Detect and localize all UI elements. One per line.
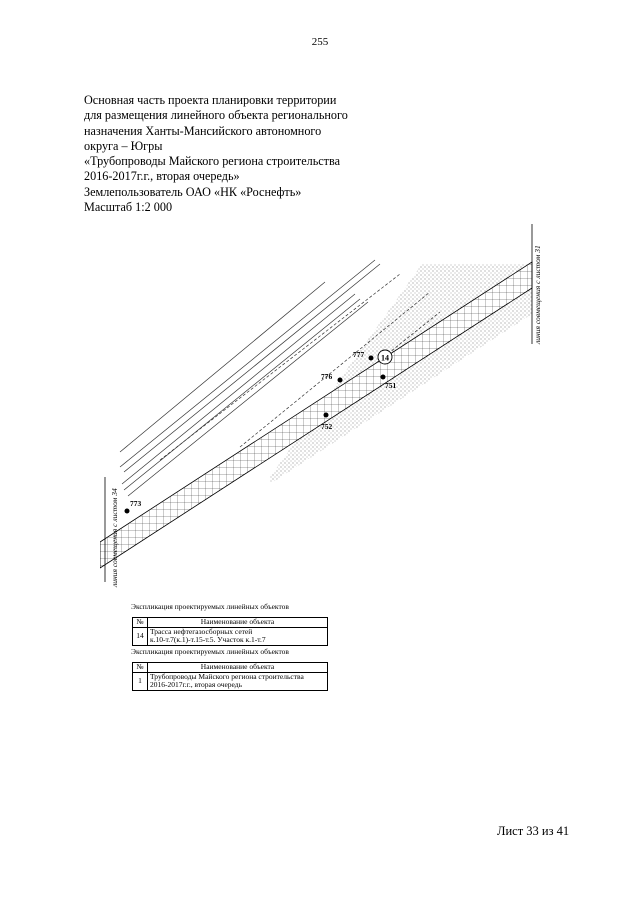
- row-name: Трубопроводы Майского региона строительс…: [147, 671, 328, 691]
- point-751: [380, 374, 386, 380]
- row-num: 14: [132, 626, 148, 646]
- existing-lines: [119, 259, 441, 497]
- scale-line: Масштаб 1:2 000: [84, 200, 173, 215]
- explication-table: № Наименование объекта 1 Трубопроводы Ма…: [132, 662, 328, 691]
- row-name-line: Трубопроводы Майского региона строительс…: [150, 671, 304, 681]
- point-773: [124, 508, 130, 514]
- table-header-row: № Наименование объекта: [132, 662, 328, 673]
- point-776-label: 776: [321, 372, 333, 381]
- planning-map: линия совмещения с листом 34 линия совме…: [100, 224, 542, 588]
- header-line: для размещения линейного объекта региона…: [84, 108, 348, 123]
- header-line: Основная часть проекта планировки террит…: [84, 93, 337, 107]
- object-marker-label: 14: [381, 354, 389, 363]
- point-751-label: 751: [385, 381, 397, 390]
- point-752: [323, 412, 329, 418]
- table-header-row: № Наименование объекта: [132, 617, 328, 628]
- explication-caption: Экспликация проектируемых линейных объек…: [131, 647, 289, 656]
- match-line-left-label: линия совмещения с листом 34: [110, 488, 119, 588]
- page-number: 255: [311, 36, 329, 48]
- row-name: Трасса нефтегазосборных сетей к.10-т.7(к…: [147, 626, 328, 646]
- row-name-line: к.10-т.7(к.1)-т.15-т.5. Участок к.1-т.7: [150, 635, 266, 645]
- column-header-num: №: [132, 617, 148, 628]
- survey-points: 773 752 776 751 777: [124, 350, 397, 514]
- header-line: Землепользователь ОАО «НК «Роснефть»: [84, 184, 302, 199]
- explication-table: № Наименование объекта 14 Трасса нефтега…: [132, 617, 328, 646]
- column-header-num: №: [132, 662, 148, 673]
- header-line: округа – Югры: [84, 138, 163, 153]
- header-line: «Трубопроводы Майского региона строитель…: [84, 154, 341, 169]
- document-header: Основная часть проекта планировки террит…: [84, 93, 384, 215]
- point-752-label: 752: [321, 422, 333, 431]
- point-776: [337, 377, 343, 383]
- point-777: [368, 355, 374, 361]
- column-header-name: Наименование объекта: [147, 617, 328, 628]
- table-row: 1 Трубопроводы Майского региона строител…: [132, 671, 328, 691]
- header-line: 2016-2017г.г., вторая очередь»: [84, 169, 240, 184]
- row-name-line: Трасса нефтегазосборных сетей: [150, 626, 253, 636]
- point-773-label: 773: [130, 499, 142, 508]
- row-num: 1: [132, 671, 148, 691]
- sheet-counter: Лист 33 из 41: [497, 824, 570, 838]
- object-marker-circle: [377, 349, 393, 365]
- point-777-label: 777: [353, 350, 365, 359]
- row-name-line: 2016-2017г.г., вторая очередь: [150, 680, 243, 690]
- explication-caption: Экспликация проектируемых линейных объек…: [131, 602, 289, 611]
- header-line: назначения Ханты-Мансийского автономного: [84, 123, 322, 138]
- match-line-right-label: линия совмещения с листом 31: [533, 245, 542, 345]
- table-row: 14 Трасса нефтегазосборных сетей к.10-т.…: [132, 626, 328, 646]
- column-header-name: Наименование объекта: [147, 662, 328, 673]
